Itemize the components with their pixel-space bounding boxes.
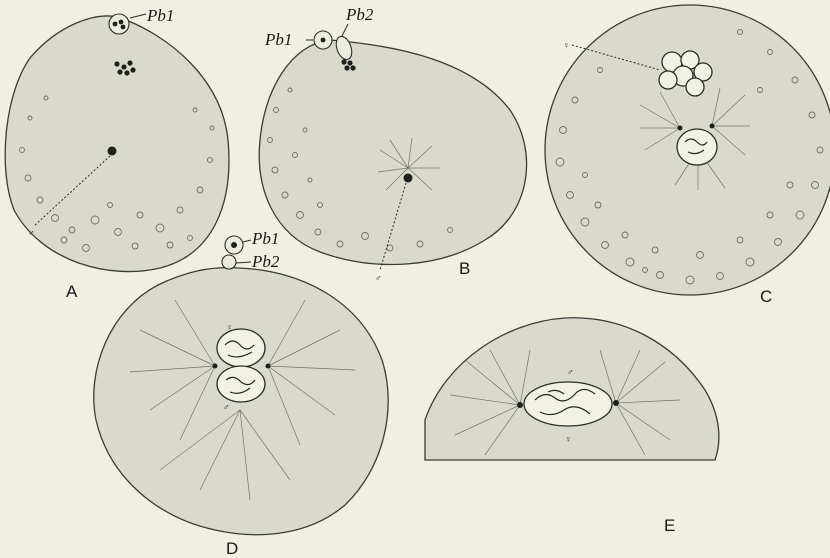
male-mark-a: ♂ [28, 228, 35, 238]
sperm-nucleus-b [404, 174, 413, 183]
female-mark-d: ♀ [226, 322, 233, 332]
pb2-leader-b [342, 24, 348, 36]
female-pronucleus-d [217, 329, 265, 367]
polar-body-chromatin [231, 242, 237, 248]
pb1-label-d: Pb1 [251, 229, 279, 248]
panel-d: Pb1 Pb2 ♀ ♂ D [94, 229, 388, 558]
panel-letter-c: C [760, 287, 772, 306]
sperm-nucleus-a [108, 147, 117, 156]
pb2-leader-d [236, 262, 251, 263]
centrosome-c-right [710, 124, 715, 129]
polar-body-1-a [109, 14, 129, 34]
egg-cell-a [5, 16, 229, 272]
male-mark-e: ♂ [567, 367, 574, 377]
polar-body-chromatin [119, 20, 124, 25]
pb2-label-d: Pb2 [251, 252, 280, 271]
panel-c: ♀ C [545, 5, 830, 306]
pb1-leader-d [243, 240, 251, 242]
male-pronucleus-c [677, 129, 717, 165]
male-pronucleus-d [217, 366, 265, 402]
pb2-label-b: Pb2 [345, 5, 374, 24]
egg-cell-b [259, 40, 526, 265]
pb1-label-a: Pb1 [146, 6, 174, 25]
centrosome-e-right [613, 400, 619, 406]
polar-body-2-d [222, 255, 236, 269]
polar-body-chromatin [113, 22, 118, 27]
polar-body-chromatin [321, 38, 326, 43]
panel-letter-e: E [664, 516, 675, 535]
centrosome-c-left [678, 126, 683, 131]
centrosome-d-right [266, 364, 271, 369]
pb1-label-b: Pb1 [264, 30, 292, 49]
panel-a: Pb1 ♂ A [5, 6, 229, 301]
centrosome-d-left [213, 364, 218, 369]
polar-body-chromatin [121, 25, 126, 30]
panel-e: ♂ ♀ E [425, 318, 719, 535]
centrosome-e-left [517, 402, 523, 408]
panel-letter-b: B [459, 259, 470, 278]
panel-letter-a: A [66, 282, 78, 301]
male-mark-b: ♂ [375, 273, 382, 283]
panel-b: Pb1 Pb2 ♂ B [259, 5, 526, 283]
fusion-nucleus-e [524, 382, 612, 426]
panel-letter-d: D [226, 539, 238, 558]
pb1-leader-a [130, 14, 146, 18]
female-mark-e: ♀ [565, 434, 572, 444]
male-mark-d: ♂ [223, 402, 230, 412]
female-mark-c: ♀ [563, 40, 570, 50]
